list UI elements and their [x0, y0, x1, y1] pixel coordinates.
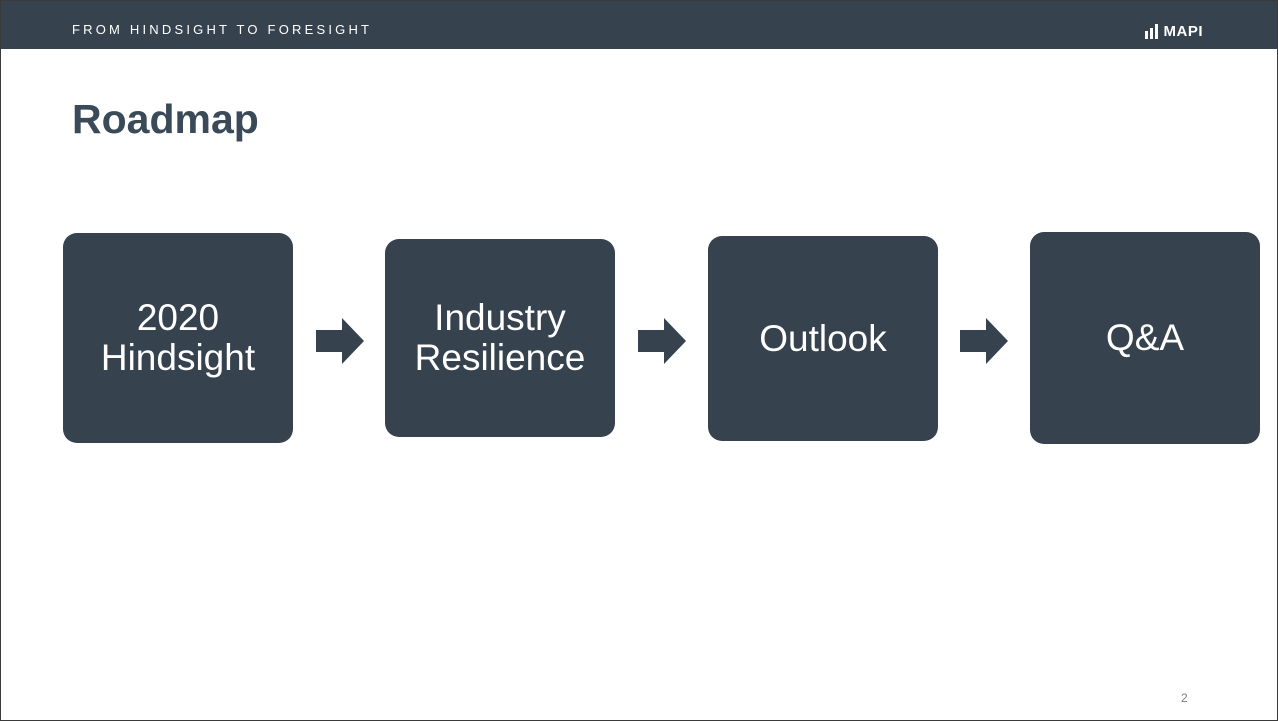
header-title: FROM HINDSIGHT TO FORESIGHT: [72, 22, 373, 37]
step-label: Industry Resilience: [414, 297, 586, 378]
step-label: Outlook: [759, 317, 887, 359]
bar-chart-icon: [1144, 24, 1160, 39]
roadmap-step-resilience: Industry Resilience: [385, 239, 615, 437]
step-label: Q&A: [1105, 317, 1185, 358]
logo-text: MAPI: [1163, 23, 1203, 40]
arrow-right-icon: [316, 318, 364, 364]
step-label: 2020 Hindsight: [100, 297, 256, 378]
arrow-right-icon: [638, 318, 686, 364]
page-title: Roadmap: [72, 96, 259, 142]
header-bar: FROM HINDSIGHT TO FORESIGHT MAPI: [1, 1, 1277, 49]
roadmap-step-qa: Q&A: [1030, 232, 1260, 444]
roadmap-step-outlook: Outlook: [708, 236, 938, 441]
roadmap-step-hindsight: 2020 Hindsight: [63, 233, 293, 443]
page-number: 2: [1181, 691, 1188, 705]
mapi-logo: MAPI: [1144, 20, 1204, 40]
arrow-right-icon: [960, 318, 1008, 364]
